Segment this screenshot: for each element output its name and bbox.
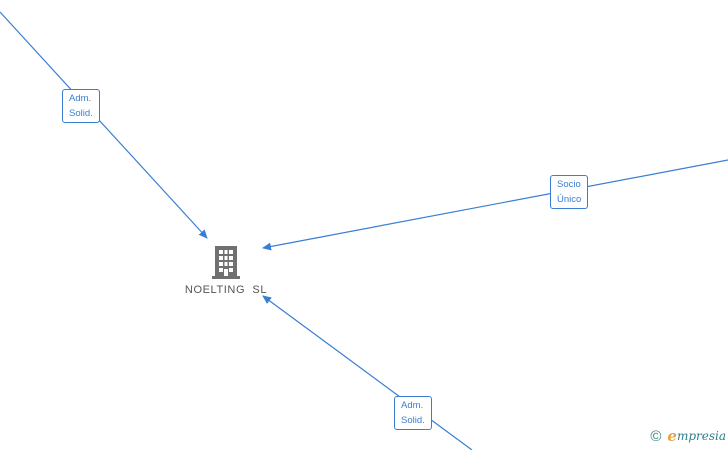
edge-label-top-left[interactable]: Adm. Solid. [62,89,100,123]
edge-label-line: Único [557,194,582,205]
empresia-watermark: © e mpresia [650,427,726,445]
edge-label-line: Adm. [401,400,424,411]
edge-label-bottom[interactable]: Adm. Solid. [394,396,432,430]
edge-line-bottom[interactable] [262,295,473,450]
edge-label-line: Solid. [69,108,93,119]
edge-label-line: Socio [557,179,581,190]
company-name: NOELTING SL [184,284,268,296]
edge-label-line: Adm. [69,93,92,104]
brand-name: mpresia [676,429,726,443]
edge-line-top-left[interactable] [0,11,208,239]
edge-line-right[interactable] [262,159,728,251]
edge-label-line: Solid. [401,415,425,426]
copyright-icon: © [650,427,662,445]
edge-label-right[interactable]: Socio Único [550,175,589,209]
building-icon [212,246,240,279]
company-node[interactable]: NOELTING SL [176,244,276,296]
brand-initial: e [667,427,677,445]
